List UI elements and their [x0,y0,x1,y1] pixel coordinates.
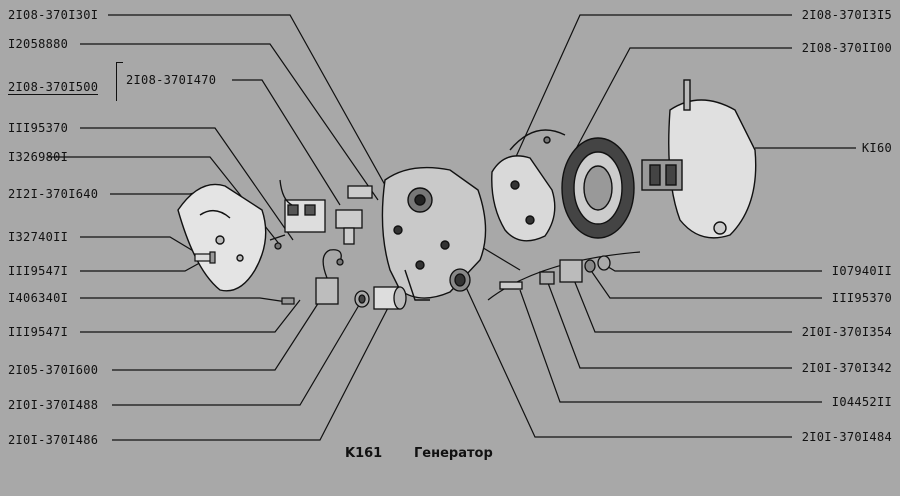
part-label: 2I05-370I600 [8,363,99,377]
part-label: KI60 [861,141,892,155]
regulator-clips [335,185,373,245]
part-label: III9547I [8,325,69,339]
part-label: I2058880 [8,37,69,51]
cover-screw [194,251,216,264]
part-label: III95370 [831,291,892,305]
terminal-bolt-set [499,255,611,290]
rear-cover [177,183,267,292]
part-label: III95370 [8,121,69,135]
part-label: 2I2I-370I640 [8,187,99,201]
part-label: 2I0I-370I486 [8,433,99,447]
caption-title: Генератор [414,446,493,461]
stator [561,137,635,239]
leader-lines [48,14,856,441]
part-label: 2I0I-370I488 [8,398,99,412]
part-label: III9547I [8,264,69,278]
part-label: 2I08-370II00 [801,41,892,55]
part-label: I32740II [8,230,69,244]
assembly-bracket [116,62,123,101]
part-label: I04452II [831,395,892,409]
part-label: 2I0I-370I484 [801,430,892,444]
bushings [354,268,471,310]
part-label: I326980I [8,150,69,164]
capacitor [315,249,344,305]
part-label: 2I0I-370I342 [801,361,892,375]
part-label: 2I08-370I500 [8,80,99,95]
caption-code: K161 [345,446,383,461]
front-assembly [641,79,757,239]
part-label: 2I08-370I30I [8,8,99,22]
part-label: 2I08-370I3I5 [801,8,892,22]
rectifier-unit [491,129,566,242]
rear-housing [381,166,487,301]
part-label: I07940II [831,264,892,278]
small-screw [281,297,295,305]
part-label: 2I0I-370I354 [801,325,892,339]
brush-holder [269,179,326,250]
part-label: 2I08-370I470 [126,73,217,87]
part-label: I406340I [8,291,69,305]
